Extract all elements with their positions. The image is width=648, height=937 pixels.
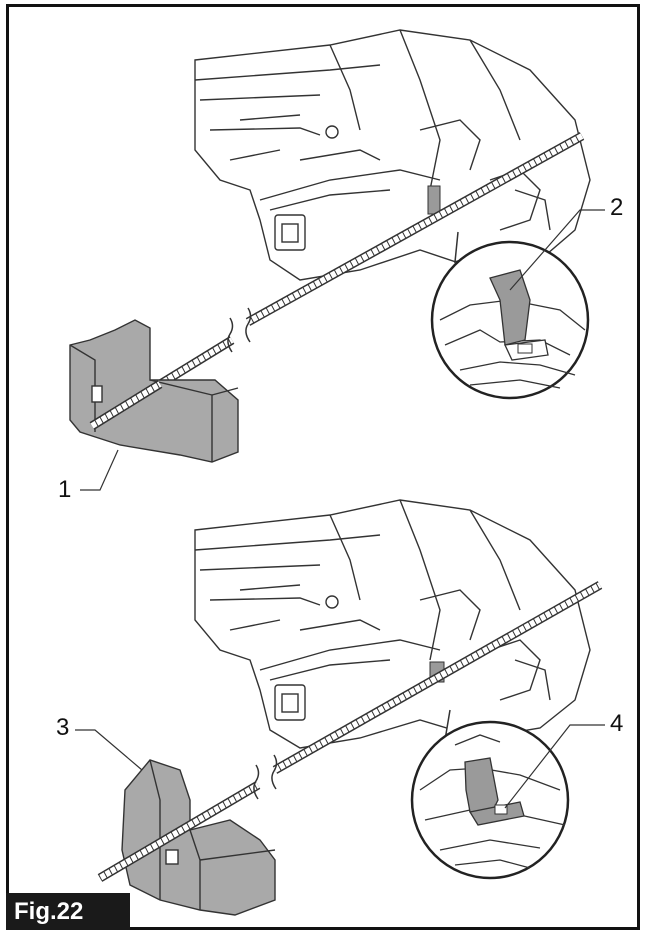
hook-2-zoomed <box>489 269 531 346</box>
leader-1 <box>80 449 119 491</box>
callout-4: 4 <box>610 710 624 737</box>
hook-top <box>427 185 441 215</box>
rebar-bottom <box>97 581 603 882</box>
callout-2: 2 <box>610 194 624 221</box>
figure-label: Fig.22 <box>6 893 130 930</box>
bottom-scene <box>75 499 605 916</box>
leader-3 <box>75 729 143 771</box>
callout-3: 3 <box>56 714 70 741</box>
zoom-circle-top <box>430 231 590 400</box>
callout-1: 1 <box>58 476 72 503</box>
tool-body-top <box>194 29 591 281</box>
leader-2 <box>509 209 605 291</box>
tool-body-bottom <box>194 499 591 749</box>
zoom-circle-bottom <box>410 709 570 880</box>
top-scene <box>69 29 605 491</box>
part-3-block <box>121 759 276 916</box>
leader-4 <box>504 724 605 809</box>
